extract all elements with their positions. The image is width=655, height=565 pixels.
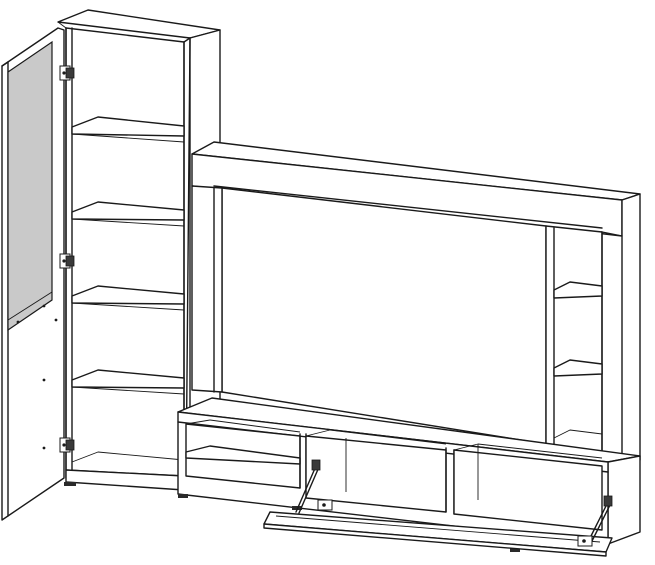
- tall-cabinet-shelf-1: [71, 116, 185, 143]
- door-glass-panel: [7, 40, 53, 332]
- tv-base-foot: [178, 494, 188, 498]
- tall-cabinet-shelf-2: [71, 201, 185, 227]
- hinge-icon: [59, 437, 75, 453]
- door-screw-holes: [16, 304, 58, 450]
- tall-cabinet-bottom-shelf: [71, 451, 185, 463]
- tall-cabinet-interior: [65, 27, 185, 477]
- hinge-icon: [59, 65, 75, 81]
- tv-frame-left-upright: [191, 185, 223, 393]
- tv-frame-side-shelf-1: [553, 281, 603, 299]
- tv-frame-right-side: [621, 193, 641, 463]
- tv-frame-side-shelf-2: [553, 359, 603, 377]
- tv-frame: [191, 141, 641, 463]
- tall-cabinet-shelf-3: [71, 285, 185, 311]
- tv-base-foot: [510, 548, 520, 552]
- tv-base-right-side: [607, 455, 641, 545]
- tv-frame-side-shelf-3: [553, 429, 603, 439]
- tall-cabinet-foot: [64, 482, 76, 486]
- lid-stay-icon: [295, 459, 333, 514]
- tv-base-compartment-3: [453, 443, 603, 531]
- tall-cabinet-open-door: [1, 27, 65, 521]
- lid-stay-icon: [577, 495, 613, 547]
- tv-base-compartment-1: [185, 419, 301, 489]
- tv-base-drop-door: [263, 511, 613, 557]
- tv-base: [177, 397, 641, 552]
- tall-cabinet-shelf-4: [71, 369, 185, 395]
- hinge-icon: [59, 253, 75, 269]
